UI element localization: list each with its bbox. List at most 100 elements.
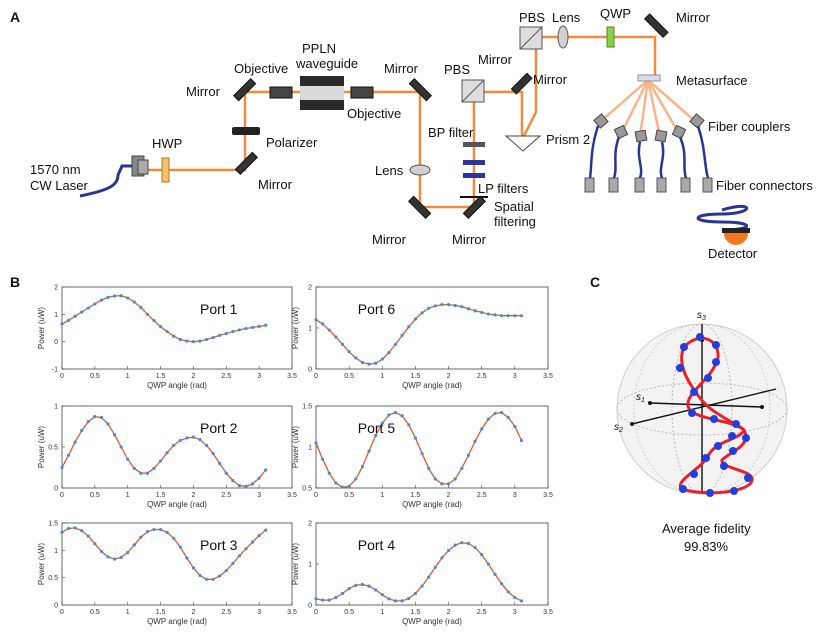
data-point [99, 549, 104, 554]
y-tick-label: -1 [52, 367, 58, 374]
data-point [460, 541, 464, 545]
x-tick-label: 1 [126, 492, 130, 499]
mirror-1 [234, 151, 259, 176]
data-point [264, 323, 268, 327]
data-point [327, 471, 331, 475]
data-point [321, 457, 325, 461]
data-point [420, 451, 424, 456]
ppln-label-line1: PPLN [302, 41, 336, 56]
metasurface [637, 74, 661, 82]
detector [722, 228, 750, 245]
data-point [132, 543, 136, 547]
x-tick-label: 1.5 [411, 492, 421, 499]
detector-label: Detector [708, 246, 758, 261]
ppln-waveguide [300, 76, 344, 110]
x-tick-label: 2.5 [477, 609, 487, 616]
data-point [250, 325, 255, 330]
data-point [211, 335, 215, 340]
data-point [480, 310, 484, 315]
data-point [480, 552, 484, 557]
pbs-1 [461, 79, 485, 103]
data-point [172, 536, 176, 540]
mirror-7-label: Mirror [676, 10, 711, 25]
data-point [513, 424, 517, 429]
port-label: Port 6 [358, 301, 396, 317]
port-label: Port 1 [200, 301, 238, 317]
data-point [314, 597, 318, 601]
x-tick-label: 1.5 [156, 609, 166, 616]
x-tick-label: 0 [314, 373, 318, 380]
x-tick-label: 3 [513, 492, 517, 499]
data-point [446, 548, 451, 553]
x-tick-label: 1 [380, 373, 384, 380]
data-point [158, 325, 163, 329]
data-point [400, 333, 404, 337]
y-tick-label: 0 [308, 367, 312, 374]
y-tick-label: 1 [308, 326, 312, 333]
data-point [513, 314, 517, 318]
y-tick-label: 0 [54, 339, 58, 346]
data-point [420, 311, 424, 315]
data-point [172, 443, 176, 447]
polarizer-label: Polarizer [266, 135, 318, 150]
data-point [506, 590, 510, 594]
data-point [165, 451, 169, 455]
data-point [257, 476, 261, 480]
data-point [486, 312, 490, 316]
data-point [493, 411, 497, 415]
x-tick-label: 2.5 [477, 492, 487, 499]
data-point [440, 482, 444, 486]
data-point [393, 342, 398, 346]
data-point [433, 304, 437, 308]
lens-2-label: Lens [552, 10, 581, 25]
data-point [99, 415, 104, 420]
mirror-5-label: Mirror [452, 232, 487, 247]
x-axis-label: QWP angle (rad) [402, 617, 462, 626]
data-point [433, 565, 437, 569]
fidelity-label: Average fidelity [662, 521, 751, 536]
x-tick-label: 2.5 [221, 373, 231, 380]
data-point [86, 419, 90, 424]
x-tick-label: 1.5 [156, 492, 166, 499]
objective-2 [350, 86, 374, 99]
data-point [237, 328, 242, 332]
fiber-couplers-label: Fiber couplers [708, 119, 791, 134]
y-tick-label: 2 [308, 521, 312, 528]
data-point [519, 599, 524, 603]
data-point [257, 324, 261, 328]
fiber-couplers [593, 113, 705, 143]
mirror-4-label: Mirror [372, 232, 407, 247]
s1-axis-label: s1 [636, 392, 645, 404]
data-point [106, 422, 110, 426]
x-tick-label: 0 [314, 492, 318, 499]
y-axis-label: Power (uW) [37, 307, 46, 350]
data-point [374, 433, 378, 438]
data-point [66, 526, 71, 531]
data-point [191, 566, 196, 570]
x-tick-label: 1.5 [411, 373, 421, 380]
x-tick-label: 2 [447, 492, 451, 499]
data-point [66, 318, 71, 322]
data-point [178, 545, 182, 549]
x-tick-label: 2.5 [221, 609, 231, 616]
data-point [493, 313, 497, 317]
y-tick-label: 1.5 [48, 521, 58, 528]
x-tick-label: 3.5 [543, 373, 553, 380]
data-point [493, 572, 497, 576]
qwp-plate [606, 26, 615, 48]
data-point [380, 357, 384, 361]
port-label: Port 5 [358, 420, 396, 436]
mirror-5 [462, 195, 487, 220]
y-tick-label: 1 [308, 562, 312, 569]
data-point [178, 337, 182, 342]
data-point [158, 459, 163, 463]
prism-2 [504, 135, 542, 152]
data-point [224, 471, 228, 475]
panel-a-label: A [10, 9, 20, 25]
fidelity-value: 99.83% [684, 539, 729, 554]
mirror-4 [407, 195, 432, 220]
mirror-2 [232, 77, 257, 102]
objective-2-label: Objective [347, 106, 401, 121]
data-point [204, 443, 209, 447]
